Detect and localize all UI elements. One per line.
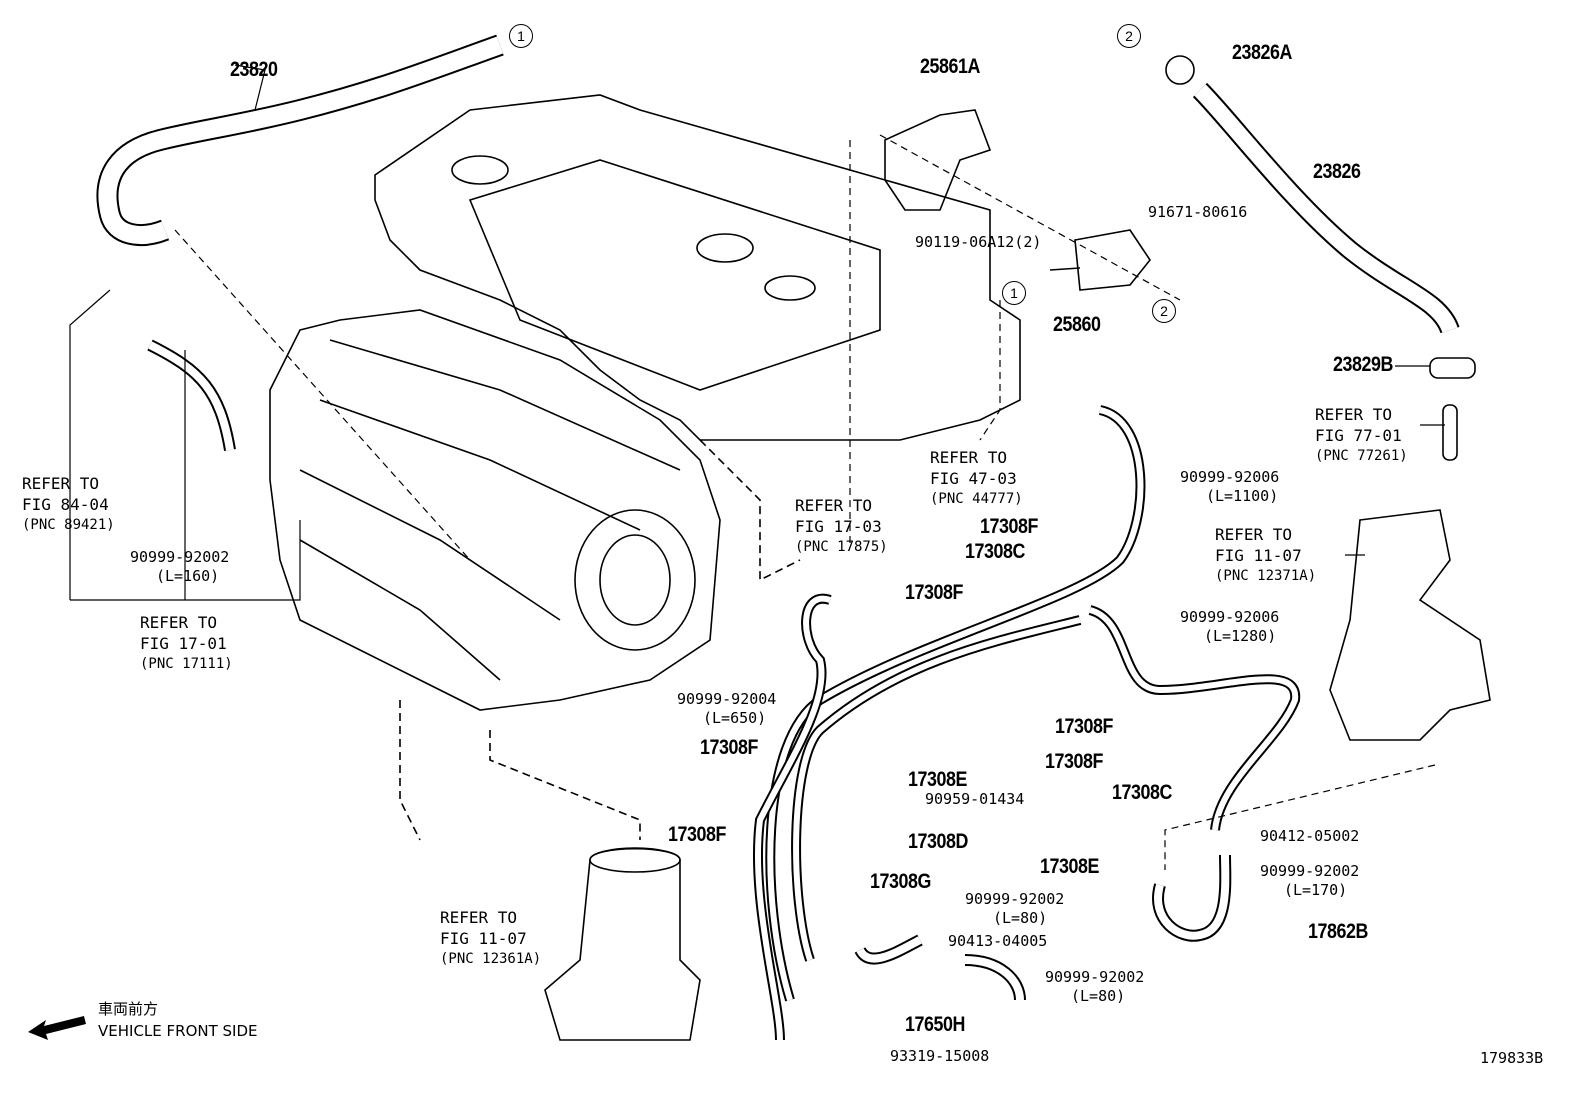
refer-to-fig-77-01[interactable]: REFER TO FIG 77-01 (PNC 77261) bbox=[1315, 404, 1408, 467]
refer-line: REFER TO bbox=[930, 448, 1008, 467]
part-label[interactable]: 17862B bbox=[1308, 920, 1368, 943]
engine-mount-left bbox=[544, 848, 701, 1041]
refer-line: FIG 17-03 bbox=[795, 517, 882, 536]
part-label[interactable]: 93319-15008 bbox=[890, 1047, 990, 1065]
refer-line: (PNC 44777) bbox=[930, 491, 1023, 507]
refer-line: FIG 11-07 bbox=[440, 929, 527, 948]
leader-lines bbox=[69, 64, 1445, 870]
part-label[interactable]: 17308F bbox=[668, 823, 726, 846]
refer-line: (PNC 17111) bbox=[140, 656, 233, 672]
callout-circle-2: 2 bbox=[1152, 299, 1176, 323]
part-label[interactable]: 17308C bbox=[1112, 781, 1172, 804]
refer-line: REFER TO bbox=[440, 908, 518, 927]
part-label[interactable]: 25860 bbox=[1053, 313, 1101, 336]
part-label[interactable]: 90999-92002 bbox=[1045, 968, 1145, 986]
refer-line: FIG 11-07 bbox=[1215, 546, 1302, 565]
refer-line: REFER TO bbox=[1315, 405, 1393, 424]
part-label[interactable]: 90412-05002 bbox=[1260, 827, 1360, 845]
figure-id: 179833B bbox=[1480, 1049, 1544, 1067]
intake-manifold bbox=[269, 309, 721, 711]
refer-line: (PNC 17875) bbox=[795, 539, 888, 555]
refer-line: (PNC 12371A) bbox=[1215, 568, 1317, 584]
part-label[interactable]: 23820 bbox=[230, 58, 278, 81]
hose-length: (L=650) bbox=[703, 709, 767, 727]
arrow-left-icon bbox=[28, 1016, 86, 1040]
refer-line: FIG 47-03 bbox=[930, 469, 1017, 488]
part-label[interactable]: 17308F bbox=[1045, 750, 1103, 773]
engine-cover bbox=[468, 159, 881, 391]
cam-cap bbox=[764, 275, 816, 301]
engine-mount-right bbox=[1329, 509, 1491, 741]
part-label[interactable]: 90999-92002 bbox=[965, 890, 1065, 908]
legend-en: VEHICLE FRONT SIDE bbox=[98, 1022, 258, 1040]
part-label[interactable]: 90999-92004 bbox=[677, 690, 777, 708]
hose-length: (L=160) bbox=[156, 567, 220, 585]
part-label[interactable]: 17308F bbox=[1055, 715, 1113, 738]
engine-lower-dashed bbox=[399, 439, 801, 841]
part-label[interactable]: 17308F bbox=[905, 581, 963, 604]
part-label[interactable]: 90959-01434 bbox=[925, 790, 1025, 808]
part-label[interactable]: 17308F bbox=[980, 515, 1038, 538]
part-label[interactable]: 91671-80616 bbox=[1148, 203, 1248, 221]
part-label[interactable]: 90999-92006 bbox=[1180, 608, 1280, 626]
refer-to-fig-11-07[interactable]: REFER TO FIG 11-07 (PNC 12371A) bbox=[1215, 524, 1316, 587]
hose-length: (L=80) bbox=[993, 909, 1048, 927]
part-label[interactable]: 25861A bbox=[920, 55, 980, 78]
part-label[interactable]: 23826A bbox=[1232, 41, 1292, 64]
part-label[interactable]: 17308E bbox=[1040, 855, 1099, 878]
bracket-25861A bbox=[884, 109, 992, 211]
part-label[interactable]: 90999-92002 bbox=[130, 548, 230, 566]
refer-to-fig-17-03[interactable]: REFER TO FIG 17-03 (PNC 17875) bbox=[795, 495, 888, 558]
callout-circle-1: 1 bbox=[1002, 281, 1026, 305]
pipe-77-01 bbox=[1442, 404, 1458, 461]
refer-line: REFER TO bbox=[140, 613, 218, 632]
cam-cap bbox=[451, 155, 509, 185]
callout-circle-1: 1 bbox=[509, 24, 533, 48]
refer-line: FIG 17-01 bbox=[140, 634, 227, 653]
refer-to-fig-17-01[interactable]: REFER TO FIG 17-01 (PNC 17111) bbox=[140, 612, 233, 675]
clamp-23829B bbox=[1429, 357, 1476, 379]
vsv-25860 bbox=[1049, 229, 1151, 291]
refer-line: FIG 77-01 bbox=[1315, 426, 1402, 445]
cam-cap bbox=[696, 233, 754, 263]
long-hoses bbox=[752, 405, 1301, 1041]
refer-line: (PNC 12361A) bbox=[440, 951, 542, 967]
part-label[interactable]: 17308F bbox=[700, 736, 758, 759]
vehicle-front-legend: 車両前方 VEHICLE FRONT SIDE bbox=[98, 998, 258, 1042]
part-label[interactable]: 17308C bbox=[965, 540, 1025, 563]
part-label[interactable]: 17308E bbox=[908, 768, 967, 791]
refer-line: FIG 84-04 bbox=[22, 495, 109, 514]
part-label[interactable]: 17308G bbox=[870, 870, 931, 893]
callout-circle-2: 2 bbox=[1117, 24, 1141, 48]
part-label[interactable]: 90119-06A12(2) bbox=[915, 233, 1042, 251]
part-label[interactable]: 17650H bbox=[905, 1013, 965, 1036]
refer-line: REFER TO bbox=[1215, 525, 1293, 544]
part-label[interactable]: 17308D bbox=[908, 830, 968, 853]
refer-to-fig-84-04[interactable]: REFER TO FIG 84-04 (PNC 89421) bbox=[22, 473, 115, 536]
hose-length: (L=1280) bbox=[1204, 627, 1277, 645]
part-label[interactable]: 90999-92006 bbox=[1180, 468, 1280, 486]
part-label[interactable]: 23826 bbox=[1313, 160, 1361, 183]
refer-line: REFER TO bbox=[795, 496, 873, 515]
clamp-23826A bbox=[1165, 55, 1195, 85]
hose-length: (L=1100) bbox=[1206, 487, 1279, 505]
refer-line: (PNC 77261) bbox=[1315, 448, 1408, 464]
engine-outline bbox=[374, 94, 1021, 441]
part-label[interactable]: 90999-92002 bbox=[1260, 862, 1360, 880]
hose-length: (L=80) bbox=[1071, 987, 1126, 1005]
part-label[interactable]: 23829B bbox=[1333, 353, 1393, 376]
refer-line: (PNC 89421) bbox=[22, 517, 115, 533]
throttle-body bbox=[574, 509, 696, 651]
refer-to-fig-47-03[interactable]: REFER TO FIG 47-03 (PNC 44777) bbox=[930, 447, 1023, 510]
legend-jp: 車両前方 bbox=[98, 1000, 159, 1018]
refer-to-fig-11-07[interactable]: REFER TO FIG 11-07 (PNC 12361A) bbox=[440, 907, 541, 970]
hose-length: (L=170) bbox=[1284, 881, 1348, 899]
refer-line: REFER TO bbox=[22, 474, 100, 493]
part-label[interactable]: 90413-04005 bbox=[948, 932, 1048, 950]
